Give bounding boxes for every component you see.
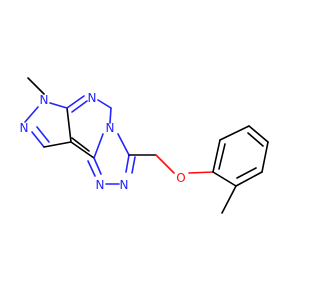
bond-c8-n9 (109, 107, 112, 124)
atom-n5-label: N (120, 178, 129, 192)
bond-n9-c4 (117, 133, 130, 156)
bond-ar4-ar5 (261, 141, 269, 173)
bond-ar3-ar4-inner (247, 132, 264, 147)
bond-c9a-c3a (70, 141, 95, 159)
atom-n1-label: N (40, 93, 49, 107)
bond-c7a-n1 (49, 102, 68, 109)
atom-n6-label: N (96, 178, 105, 192)
bond-n9-c9a (93, 133, 104, 159)
atom-o1-label: O (176, 171, 185, 185)
bond-c4-n5 (125, 154, 130, 173)
bond-n2-c3 (31, 131, 45, 148)
atom-n7-label: N (88, 91, 97, 105)
bond-ar6-ar1 (212, 171, 237, 187)
bond-c3-c3a (43, 141, 72, 148)
bond-n2-c3-double (36, 126, 50, 143)
bond-layer (24, 77, 269, 214)
bond-ar5-ar6 (235, 171, 263, 187)
atom-n9-label: N (106, 121, 115, 135)
molecule-structure: N N N N N N O (20, 77, 269, 214)
bond-ar3-ar4 (248, 125, 269, 143)
bond-c4-n5-double (131, 156, 136, 174)
bond-o-ar (188, 171, 214, 174)
bond-c9a-c3a-double (71, 137, 90, 152)
bond-c7a-n7 (66, 95, 85, 109)
bond-ar2-ar3 (219, 125, 250, 141)
bond-n1-n2 (24, 106, 39, 123)
bond-c3a-c7a (66, 107, 72, 143)
bond-n6-c9a-double (87, 160, 96, 177)
atom-n2-label: N (20, 121, 29, 135)
bond-n7-c8 (97, 99, 112, 109)
bond-methyl-n1 (27, 77, 45, 95)
bond-ar6-methyl (221, 185, 237, 214)
bond-ar5-ar6-inner (236, 167, 257, 179)
bond-ar1-ar2 (212, 139, 221, 173)
bond-ch2-o (155, 154, 175, 174)
atom-label-layer: N N N N N N O (20, 91, 186, 192)
bond-n6-c9a (93, 157, 102, 175)
bond-c7a-n7-double (71, 100, 88, 113)
bond-ar1-ar2-inner (218, 143, 226, 170)
